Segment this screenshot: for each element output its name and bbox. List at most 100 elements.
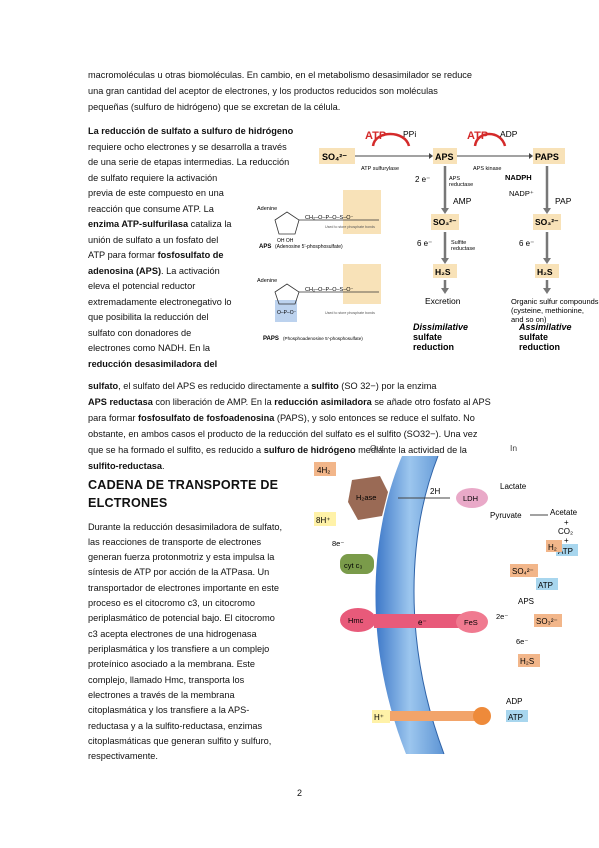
bold-term: sulfito	[311, 381, 339, 391]
e6-label: 6e⁻	[516, 637, 528, 646]
atpase-stalk	[390, 711, 476, 721]
text-line: de una serie de etapas intermedias. La r…	[88, 157, 290, 167]
so4-box	[319, 148, 355, 164]
adp-label: ADP	[506, 697, 522, 706]
pyruvate-label: Pyruvate	[490, 511, 522, 520]
text-span: . La activación	[161, 266, 220, 276]
text-line: citoplasmática y los transfiere a la APS…	[88, 705, 250, 715]
adp-label: ADP	[500, 129, 518, 139]
sulfite-reductase-2: reductase	[451, 246, 475, 252]
text-line: respectivamente.	[88, 751, 158, 761]
text-line: c3 acepta electrones de una hidrogenasa	[88, 629, 257, 639]
aps-label: APS	[435, 152, 454, 162]
h2s-right: H₂S	[537, 267, 553, 277]
so3-box-right	[533, 214, 561, 230]
bold-term: reducción asimiladora	[274, 397, 372, 407]
text-line: electrones a través de la membrana	[88, 690, 235, 700]
text-line: citoplasmáticas que generan sulfito y su…	[88, 736, 272, 746]
aps-fullname: (Adenosine 5'-phosphosulfate)	[275, 244, 343, 250]
atp-box-3	[506, 710, 528, 722]
so3-label: SO₃²⁻	[536, 617, 558, 626]
so3-left: SO₃²⁻	[433, 217, 457, 227]
text-line: generan fuerza protonmotriz y esta impul…	[88, 552, 275, 562]
paps-ribose	[274, 283, 300, 305]
cyt-c3-label: cyt c₃	[344, 561, 362, 570]
assimilative-3: reduction	[519, 342, 560, 352]
ldh-enzyme	[456, 488, 488, 508]
aps-label: APS	[518, 597, 534, 606]
page-number: 2	[296, 788, 302, 798]
bond-note-2: Used to store phosphate bonds	[325, 311, 375, 315]
bold-term: enzima ATP-sulfurilasa	[88, 219, 189, 229]
plus-1: +	[564, 518, 569, 527]
text-line: reacción que consume ATP. La	[88, 204, 214, 214]
h2s-label: H₂S	[520, 657, 534, 666]
arrow-head	[543, 258, 551, 264]
aps-structure-text: CH₂–O–P–O–S–O⁻	[305, 215, 354, 221]
text-line: reductasa y a la sulfito-reductasa, enzi…	[88, 721, 263, 731]
h8-box	[314, 512, 336, 526]
arrow-head	[429, 153, 433, 159]
arrow-head	[441, 208, 449, 214]
h4-label: 4H₂	[317, 466, 330, 475]
arrow-head	[543, 288, 551, 294]
atp-box-2	[536, 578, 558, 590]
arrow-head	[441, 258, 449, 264]
text-line: proteínico asociado a la membrana. Este	[88, 659, 255, 669]
aps-reductase-1: APS	[449, 176, 460, 182]
aps-sulfate-highlight	[343, 190, 381, 234]
hplus-box	[372, 710, 390, 723]
paps-label-struct: PAPS	[263, 336, 279, 342]
arrow-head	[441, 288, 449, 294]
atp-label-1: ATP	[365, 130, 386, 142]
out-label: Out	[370, 443, 384, 453]
paps-box	[533, 148, 565, 164]
section-title-line-1: CADENA DE TRANSPORTE DE	[88, 478, 279, 492]
text-span: con liberación de AMP. En la	[152, 397, 275, 407]
hmc-label: Hmc	[348, 616, 364, 625]
intro-line-1: macromoléculas u otras biomoléculas. En …	[88, 70, 473, 80]
adenine-label-2: Adenine	[257, 278, 277, 284]
acetate-label: Acetate	[550, 508, 578, 517]
so3-right: SO₃²⁻	[535, 217, 559, 227]
bold-term: sulfato	[88, 381, 119, 391]
text-span: para formar	[88, 413, 139, 423]
enzyme-atp-sulfurylase: ATP sulfurylase	[361, 166, 399, 172]
bold-term: reducción desasimiladora del	[88, 359, 218, 369]
h2s-box	[518, 654, 540, 667]
sulfate-reduction-figure: SO₄²⁻ APS PAPS ATP PPi ATP ADP ATP sulfu…	[257, 129, 599, 352]
ldh-label: LDH	[463, 494, 478, 503]
electrons-6-right: 6 e⁻	[519, 239, 534, 248]
aps-reductase-2: reductase	[449, 182, 473, 188]
atp-label-2: ATP	[538, 581, 553, 590]
co2-label: CO₂	[558, 527, 573, 536]
text-line: previa de este compuesto en una	[88, 188, 224, 198]
text-span: .	[162, 461, 165, 471]
paps-label: PAPS	[535, 152, 559, 162]
text-line: eleva el potencial reductor	[88, 281, 196, 291]
membrane-edge	[413, 455, 445, 755]
so4-box	[510, 564, 538, 577]
dissimilative-2: sulfate	[413, 332, 442, 342]
hplus-label: H⁺	[374, 713, 384, 722]
curved-arrow-atp2	[473, 132, 507, 147]
atp-label-3: ATP	[508, 713, 523, 722]
aps-ribose	[274, 211, 300, 235]
electron-transport-figure: Out In 4H₂ H₂ase 8H⁺ 8e⁻ cyt c₃ Hmc e⁻ F…	[314, 443, 578, 755]
bold-term: sulfito-reductasa	[88, 461, 163, 471]
text-line: periplasmático de potencial bajo. El cit…	[88, 613, 275, 623]
twoh-label: 2H	[430, 487, 440, 496]
text-line: sulfato con donadores de	[88, 328, 192, 338]
pap-label: PAP	[555, 196, 572, 206]
text-line: síntesis de ATP por acción de la ATPasa.…	[88, 567, 270, 577]
adenine-label-1: Adenine	[257, 206, 277, 212]
dissimilative-1: Dissimilative	[413, 322, 468, 332]
bold-term: APS reductasa	[88, 397, 153, 407]
text-line: transportador de electrones importante e…	[88, 583, 280, 593]
excretion-label: Excretion	[425, 296, 461, 306]
h2s-box-left	[433, 264, 457, 278]
nadph-label: NADPH	[505, 173, 532, 182]
h2-label: H₂	[548, 543, 557, 552]
text-span: cataliza la	[188, 219, 232, 229]
atp-label-2: ATP	[467, 130, 488, 142]
